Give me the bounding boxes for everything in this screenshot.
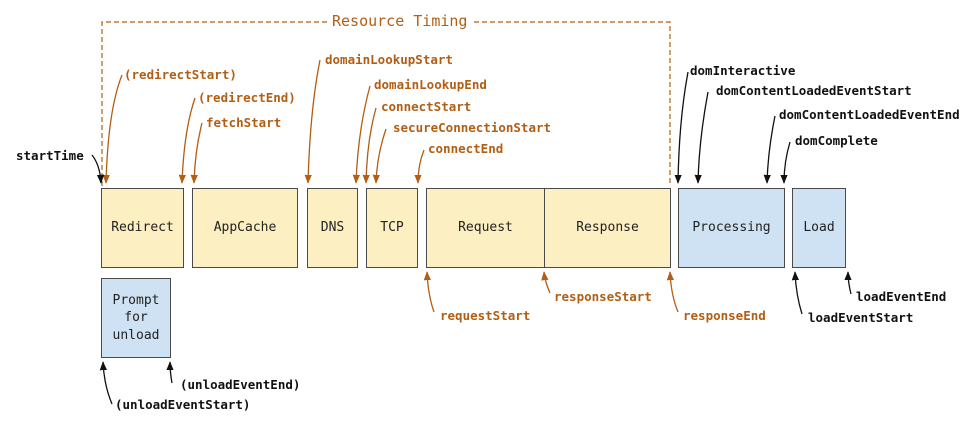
appcache-box: AppCache <box>192 188 298 268</box>
processing-box-label: Processing <box>692 220 771 236</box>
dom-content-loaded-event-start-label: domContentLoadedEventStart <box>716 83 912 98</box>
start-time-pointer <box>91 154 105 184</box>
redirect-box-label: Redirect <box>111 220 174 236</box>
load-event-end-pointer <box>844 271 852 295</box>
dom-complete-label: domComplete <box>795 133 878 148</box>
redirect-start-pointer <box>102 74 123 184</box>
fetch-start-label: fetchStart <box>206 115 282 130</box>
response-start-pointer <box>541 271 551 294</box>
dom-interactive-pointer <box>674 71 689 184</box>
unload-event-start-label: (unloadEventStart) <box>115 397 251 412</box>
domain-lookup-end-pointer <box>352 85 371 184</box>
tcp-box-label: TCP <box>380 220 404 236</box>
secure-connection-start-pointer <box>372 128 387 184</box>
dom-content-loaded-event-end-label: domContentLoadedEventEnd <box>779 107 960 122</box>
diagram-title: Resource Timing <box>328 12 472 30</box>
dom-content-loaded-event-end-pointer <box>763 115 776 184</box>
connect-start-label: connectStart <box>381 99 472 114</box>
load-box-label: Load <box>803 220 835 236</box>
redirect-end-pointer <box>178 97 196 184</box>
response-box: Response <box>544 188 671 268</box>
prompt-for-unload-box: Prompt for unload <box>101 278 171 358</box>
unload-event-end-pointer <box>166 361 174 384</box>
response-end-pointer <box>666 271 679 313</box>
response-end-label: responseEnd <box>683 308 766 323</box>
unload-event-end-label: (unloadEventEnd) <box>180 377 301 392</box>
connect-end-pointer <box>414 149 425 184</box>
response-box-label: Response <box>576 220 639 236</box>
load-event-end-label: loadEventEnd <box>856 289 947 304</box>
load-event-start-label: loadEventStart <box>808 310 914 325</box>
load-event-start-pointer <box>791 271 803 315</box>
dom-interactive-label: domInteractive <box>690 63 796 78</box>
processing-box: Processing <box>678 188 785 268</box>
request-box-label: Request <box>458 220 513 236</box>
request-box: Request <box>426 188 545 268</box>
dom-complete-pointer <box>780 141 791 184</box>
dom-content-loaded-event-start-pointer <box>694 91 709 184</box>
start-time-label: startTime <box>16 148 84 163</box>
secure-connection-start-label: secureConnectionStart <box>393 120 552 135</box>
redirect-box: Redirect <box>101 188 184 268</box>
redirect-start-label: (redirectStart) <box>124 67 237 82</box>
redirect-end-label: (redirectEnd) <box>198 90 296 105</box>
tcp-box: TCP <box>366 188 418 268</box>
dns-box: DNS <box>307 188 358 268</box>
response-start-label: responseStart <box>554 289 652 304</box>
request-start-pointer <box>423 271 435 313</box>
request-start-label: requestStart <box>440 308 531 323</box>
domain-lookup-end-label: domainLookupEnd <box>374 77 487 92</box>
load-box: Load <box>792 188 846 268</box>
unload-event-start-pointer <box>99 361 113 405</box>
appcache-box-label: AppCache <box>213 220 277 236</box>
fetch-start-pointer <box>190 122 203 184</box>
connect-start-pointer <box>362 107 377 184</box>
dns-box-label: DNS <box>320 220 345 236</box>
domain-lookup-start-label: domainLookupStart <box>325 52 453 67</box>
connect-end-label: connectEnd <box>428 141 504 156</box>
domain-lookup-start-pointer <box>304 59 321 184</box>
prompt-for-unload-box-label: Prompt for unload <box>112 292 160 343</box>
